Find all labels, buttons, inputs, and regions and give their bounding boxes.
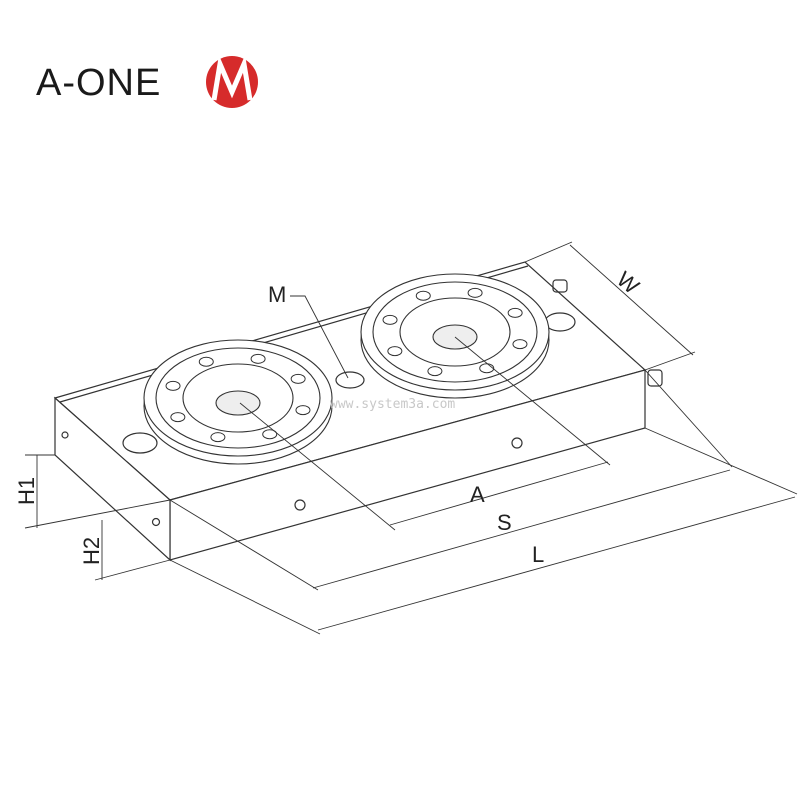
- dim-label-h2: H2: [79, 537, 104, 565]
- bolt-icon: [512, 339, 528, 350]
- chuck-right: [360, 273, 550, 399]
- bolt-icon: [382, 314, 398, 325]
- bolt-icon: [415, 290, 431, 301]
- bolt-icon: [427, 366, 443, 377]
- bolt-icon: [165, 380, 181, 391]
- bolt-icon: [479, 363, 495, 374]
- watermark: www.system3a.com: [330, 397, 455, 412]
- bolt-icon: [295, 405, 311, 416]
- bolt-icon: [262, 429, 278, 440]
- dimension-lines: [24, 241, 798, 635]
- bolt-icon: [170, 412, 186, 423]
- chuck-left: [143, 339, 333, 465]
- bolt-icon: [507, 307, 523, 318]
- brand-logo-text: A-ONE: [36, 62, 162, 104]
- dim-label-l: L: [532, 542, 544, 567]
- bolt-icon: [250, 353, 266, 364]
- dim-label-m: M: [268, 282, 286, 307]
- bolt-icon: [290, 373, 306, 384]
- bolt-icon: [387, 346, 403, 357]
- dim-label-s: S: [497, 510, 512, 535]
- dim-label-h1: H1: [14, 477, 39, 505]
- dim-label-a: A: [470, 482, 485, 507]
- brand-logo-mark: [206, 55, 258, 108]
- dim-label-w: W: [612, 266, 644, 299]
- bolt-icon: [198, 356, 214, 367]
- bolt-icon: [467, 287, 483, 298]
- bolt-icon: [210, 432, 226, 443]
